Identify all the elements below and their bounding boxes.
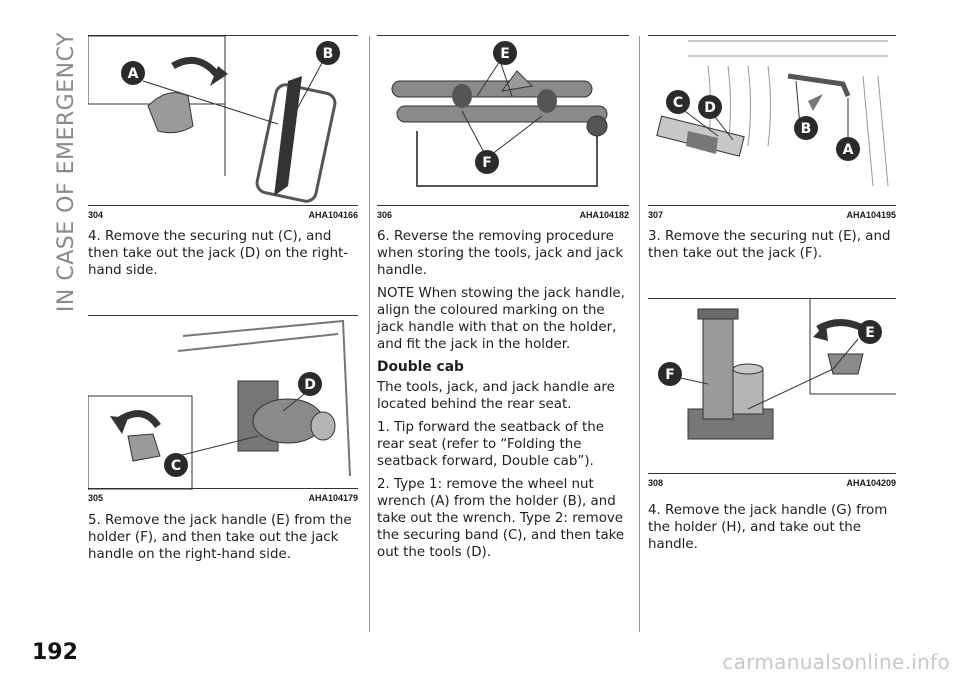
callout-c: C bbox=[171, 458, 181, 474]
figure-number: 304 bbox=[88, 210, 104, 220]
column-3-text-bottom: 4. Remove the jack handle (G) from the h… bbox=[648, 502, 898, 559]
figure-caption: 308 AHA104209 bbox=[648, 473, 896, 489]
figure-306-illustration: E F bbox=[391, 41, 608, 187]
section-heading: Double cab bbox=[377, 359, 464, 375]
callout-a: A bbox=[128, 66, 139, 82]
column-1-text-bottom: 5. Remove the jack handle (E) from the h… bbox=[88, 512, 360, 569]
paragraph: 4. Remove the securing nut (C), and then… bbox=[88, 229, 349, 278]
paragraph: 6. Reverse the removing procedure when s… bbox=[377, 229, 624, 278]
callout-d: D bbox=[704, 100, 716, 116]
figure-304-illustration: A B bbox=[88, 36, 340, 203]
callout-b: B bbox=[801, 121, 812, 137]
figure-caption: 305 AHA104179 bbox=[88, 488, 358, 504]
paragraph: 5. Remove the jack handle (E) from the h… bbox=[88, 513, 352, 562]
paragraph: 4. Remove the jack handle (G) from the h… bbox=[648, 503, 888, 552]
page-number: 192 bbox=[32, 640, 78, 665]
figure-308: E F 308 AHA104209 bbox=[648, 298, 896, 489]
section-title: IN CASE OF EMERGENCY bbox=[54, 32, 79, 313]
watermark: carmanualsonline.info bbox=[722, 650, 950, 674]
callout-f: F bbox=[482, 155, 492, 171]
figure-caption: 306 AHA104182 bbox=[377, 205, 629, 221]
paragraph: The tools, jack, and jack handle are loc… bbox=[377, 380, 615, 412]
figure-caption: 304 AHA104166 bbox=[88, 205, 358, 221]
note-paragraph: NOTE When stowing the jack handle, align… bbox=[377, 286, 625, 352]
callout-e: E bbox=[865, 325, 875, 341]
figure-number: 307 bbox=[648, 210, 664, 220]
figure-number: 305 bbox=[88, 493, 104, 503]
paragraph: 3. Remove the securing nut (E), and then… bbox=[648, 229, 891, 261]
column-2-text: 6. Reverse the removing procedure when s… bbox=[377, 228, 631, 567]
figure-code: AHA104182 bbox=[579, 210, 629, 220]
column-1-text-top: 4. Remove the securing nut (C), and then… bbox=[88, 228, 360, 285]
paragraph: 2. Type 1: remove the wheel nut wrench (… bbox=[377, 477, 625, 560]
figure-306: E F 306 AHA104182 bbox=[377, 35, 629, 221]
figure-caption: 307 AHA104195 bbox=[648, 205, 896, 221]
figure-number: 308 bbox=[648, 478, 664, 488]
figure-307: C D B A 307 AHA104195 bbox=[648, 35, 896, 221]
figure-code: AHA104209 bbox=[846, 478, 896, 488]
figure-304: A B 304 AHA104166 bbox=[88, 35, 358, 221]
figure-code: AHA104195 bbox=[846, 210, 896, 220]
column-divider bbox=[639, 36, 640, 632]
figure-number: 306 bbox=[377, 210, 393, 220]
callout-c: C bbox=[673, 95, 683, 111]
column-divider bbox=[369, 36, 370, 632]
paragraph: 1. Tip forward the seatback of the rear … bbox=[377, 420, 604, 469]
figure-308-illustration: E F bbox=[658, 299, 896, 440]
figure-305: D C 305 AHA104179 bbox=[88, 315, 358, 504]
callout-e: E bbox=[500, 46, 510, 62]
callout-a: A bbox=[843, 142, 854, 158]
callout-d: D bbox=[304, 377, 316, 393]
figure-code: AHA104179 bbox=[308, 493, 358, 503]
figure-code: AHA104166 bbox=[308, 210, 358, 220]
column-3-text-top: 3. Remove the securing nut (E), and then… bbox=[648, 228, 898, 268]
callout-b: B bbox=[323, 46, 334, 62]
figure-305-illustration: D C bbox=[88, 319, 351, 490]
callout-f: F bbox=[665, 367, 675, 383]
figure-307-illustration: C D B A bbox=[656, 40, 889, 187]
